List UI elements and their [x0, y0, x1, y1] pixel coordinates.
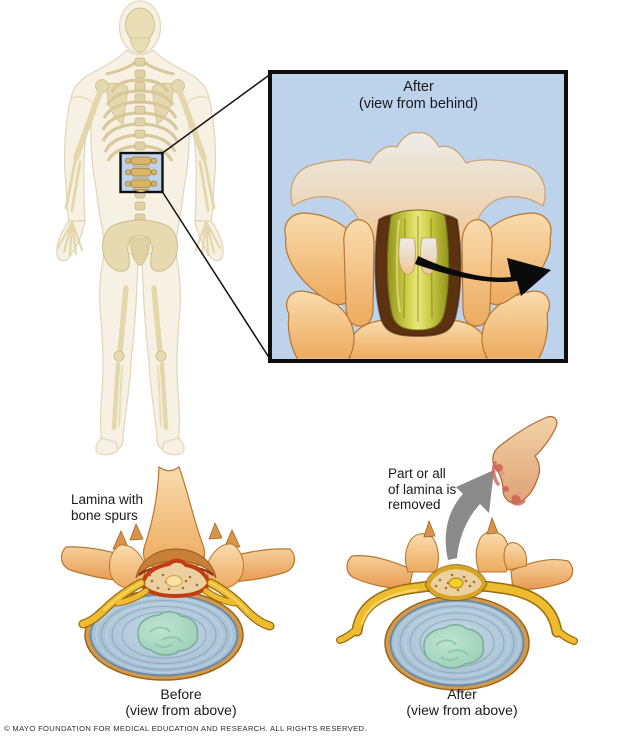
inset-panel	[268, 70, 568, 363]
inset-title: After (view from behind)	[358, 79, 479, 113]
after-annotation-label: Part or all of lamina is removed	[388, 466, 457, 513]
canal-speckles	[148, 573, 199, 591]
cut-edge	[491, 461, 500, 486]
before-annotation-label: Lamina with bone spurs	[71, 492, 144, 523]
connector-line-top	[162, 73, 271, 154]
before-caption: Before (view from above)	[125, 686, 237, 719]
left-articular-column	[343, 219, 375, 327]
left-transverse-process	[346, 555, 414, 590]
leg-bones	[111, 285, 169, 431]
after-vertebra	[336, 415, 578, 691]
lumbar-spine-mini	[125, 156, 157, 192]
nerve-roots	[78, 578, 275, 631]
nucleus	[423, 624, 485, 669]
left-knee-joint	[113, 350, 125, 362]
after-caption: After (view from above)	[406, 686, 518, 719]
cut-edge	[510, 499, 526, 506]
nucleus	[137, 611, 199, 656]
skull	[125, 7, 155, 43]
vertebra-lower-right-process	[481, 290, 550, 359]
removal-direction-arrow	[415, 256, 551, 296]
bone-spurs	[112, 521, 241, 550]
nucleus-texture	[149, 626, 183, 648]
canal-center-body	[448, 577, 464, 589]
right-articular-column	[461, 219, 493, 327]
arm-bones	[56, 89, 222, 257]
lamina-removal-arrow	[445, 470, 494, 560]
canal-speckles	[434, 573, 476, 592]
spinal-cord-highlight	[395, 219, 401, 313]
connector-line-bottom	[161, 191, 271, 360]
articular-stubs	[405, 531, 528, 573]
canal-center-body	[165, 574, 183, 588]
ribs	[101, 78, 179, 162]
lamina-arch	[135, 548, 217, 579]
right-foot	[161, 437, 185, 456]
copyright-text: © MAYO FOUNDATION FOR MEDICAL EDUCATION …	[4, 724, 367, 733]
spine-column	[134, 57, 146, 234]
sacrum	[129, 237, 151, 267]
before-vertebra	[60, 465, 296, 681]
upper-vertebra-left-prong	[398, 237, 416, 275]
vertebra-lower-left-process	[286, 290, 355, 359]
left-foot	[95, 437, 119, 456]
stub-spurs	[423, 516, 499, 538]
removed-lamina-piece	[491, 415, 558, 506]
right-transverse-process	[510, 559, 574, 591]
clavicles	[105, 60, 175, 76]
right-knee-joint	[155, 350, 167, 362]
disc-rings	[95, 597, 233, 673]
body-figure	[56, 0, 224, 456]
nucleus-texture	[435, 639, 469, 661]
jaw	[129, 37, 151, 53]
